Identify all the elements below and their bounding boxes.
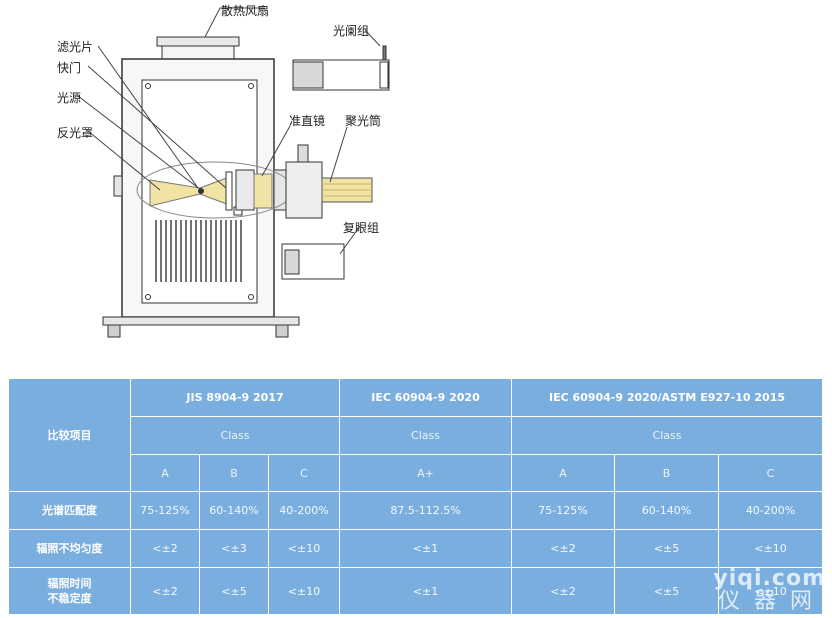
table-row: 光谱匹配度 75-125% 60-140% 40-200% 87.5-112.5…: [8, 491, 824, 530]
class-grade: B: [614, 454, 720, 492]
simulator-schematic: [77, 7, 390, 338]
table-cell: <±3: [199, 529, 269, 568]
fly-eye-group-part: [281, 243, 345, 280]
table-cell: <±10: [718, 567, 824, 615]
optics-assembly: [136, 144, 373, 219]
item-header: 比较项目: [8, 378, 131, 492]
table-cell: 40-200%: [267, 491, 341, 530]
solar-simulator-diagram: 散热风扇 光阑组 滤光片 快门 光源 反光罩 准直镜 聚光筒 复眼组: [57, 4, 390, 338]
table-cell: <±2: [511, 567, 616, 615]
cooling-fan: [156, 36, 240, 60]
watermark-cn: 仪器网: [717, 589, 826, 614]
table-cell: <±5: [614, 529, 720, 568]
class-grade: A+: [339, 454, 513, 492]
class-grade: A: [511, 454, 616, 492]
class-label: Class: [339, 416, 513, 455]
shutter-label: 快门: [57, 61, 82, 75]
standards-row: 比较项目 JIS 8904-9 2017 IEC 60904-9 2020 IE…: [8, 378, 824, 492]
table-cell: 87.5-112.5%: [339, 491, 513, 530]
standard-iec-astm: IEC 60904-9 2020/ASTM E927-10 2015: [511, 378, 824, 417]
table-cell: <±5: [199, 567, 269, 615]
table-cell: <±1: [339, 567, 513, 615]
light-source-label: 光源: [57, 91, 82, 105]
table-row: 辐照时间 不稳定度 <±2 <±5 <±10 <±1 <±2 <±5 <±10: [8, 567, 824, 615]
class-grade: C: [267, 454, 341, 492]
table-cell: <±10: [718, 529, 824, 568]
class-grade: B: [199, 454, 269, 492]
table-cell: <±10: [267, 567, 341, 615]
aperture-group-part: [292, 45, 390, 91]
table-cell: 75-125%: [511, 491, 616, 530]
table-cell: <±1: [339, 529, 513, 568]
table-row: 辐照不均匀度 <±2 <±3 <±10 <±1 <±2 <±5 <±10: [8, 529, 824, 568]
watermark-en: yiqi.com: [713, 566, 826, 591]
class-grade-row: A B C A+ A B C: [9, 454, 824, 492]
fan-label: 散热风扇: [221, 4, 270, 18]
table-cell: <±2: [130, 567, 200, 615]
standard-jis: JIS 8904-9 2017: [129, 378, 341, 417]
row-label: 光谱匹配度: [8, 491, 131, 530]
class-label: Class: [129, 416, 341, 455]
table-cell: 60-140%: [614, 491, 720, 530]
table-cell: 75-125%: [130, 491, 200, 530]
reflector-label: 反光罩: [57, 126, 94, 140]
table-cell: <±2: [511, 529, 616, 568]
class-grade: C: [718, 454, 824, 492]
table-cell: <±10: [267, 529, 341, 568]
vent-grille: [155, 220, 242, 282]
row-label-line2: 不稳定度: [47, 592, 92, 605]
condenser-tube-label: 聚光筒: [345, 114, 382, 128]
class-label-row: Class Class Class: [9, 416, 824, 455]
table-cell: 40-200%: [718, 491, 824, 530]
collimator-label: 准直镜: [289, 114, 326, 128]
table-cell: <±2: [130, 529, 200, 568]
row-label-line1: 辐照时间: [47, 577, 92, 590]
aperture-group-label: 光阑组: [333, 24, 370, 38]
filter-label: 滤光片: [57, 40, 94, 54]
table-cell: 60-140%: [199, 491, 269, 530]
row-label: 辐照时间 不稳定度: [8, 567, 131, 615]
row-label: 辐照不均匀度: [8, 529, 131, 568]
standard-iec: IEC 60904-9 2020: [339, 378, 513, 417]
base: [102, 316, 300, 338]
table-cell: <±5: [614, 567, 720, 615]
leader-lines: [77, 7, 381, 255]
class-label: Class: [511, 416, 824, 455]
class-comparison-table: 比较项目 JIS 8904-9 2017 IEC 60904-9 2020 IE…: [8, 378, 824, 615]
fly-eye-label: 复眼组: [343, 221, 380, 235]
class-grade: A: [130, 454, 200, 492]
watermark: yiqi.com 仪器网: [713, 568, 826, 614]
